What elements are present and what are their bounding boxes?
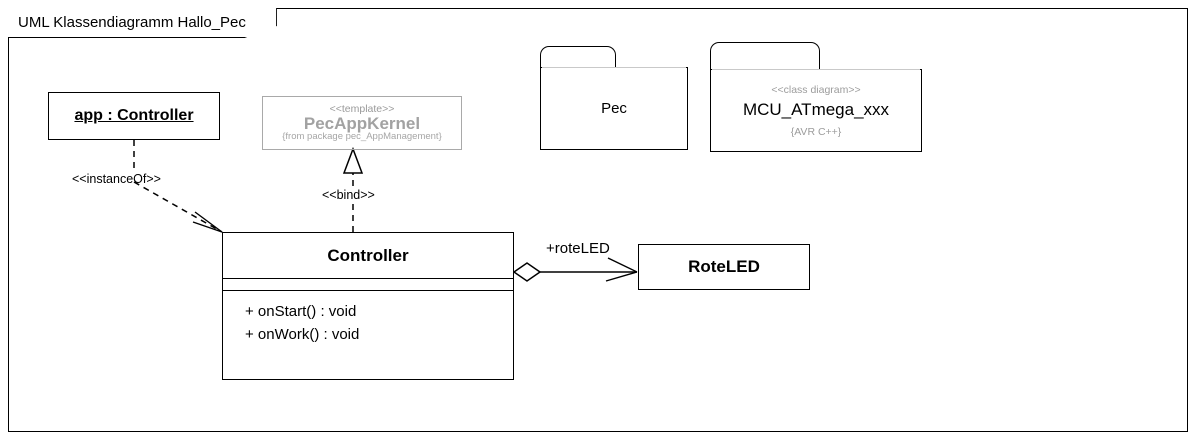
class-controller-attributes-compartment (223, 279, 513, 291)
object-app-controller-label: app : Controller (74, 107, 194, 124)
class-pec-app-kernel-name: PecAppKernel (303, 113, 421, 133)
class-pec-app-kernel-stereotype: <<template>> (329, 102, 395, 115)
package-mcu-seam (712, 69, 920, 70)
uml-frame (8, 8, 1188, 432)
page-title: UML Klassendiagramm Hallo_Pec (18, 14, 246, 31)
class-controller-name: Controller (223, 233, 513, 279)
package-mcu-stereotype: <<class diagram>> (771, 83, 861, 96)
class-roteled[interactable]: RoteLED (638, 244, 810, 290)
class-controller-operation: + onWork() : void (245, 325, 360, 343)
package-mcu-label: MCU_ATmega_xxx (742, 99, 890, 119)
class-controller-operation: + onStart() : void (245, 303, 357, 320)
edge-label-instance-of: <<instanceOf>> (72, 172, 161, 186)
edge-instance-of (133, 140, 223, 233)
package-pec-tab (540, 46, 616, 68)
edge-label-bind: <<bind>> (322, 188, 375, 202)
package-pec-label: Pec (601, 100, 627, 117)
object-app-controller[interactable]: app : Controller (48, 92, 220, 140)
edge-bind (342, 146, 364, 232)
class-pec-app-kernel-tagged-value: {from package pec_AppManagement} (282, 131, 442, 143)
package-mcu-atmega[interactable]: <<class diagram>> MCU_ATmega_xxx {AVR C+… (710, 69, 922, 152)
package-mcu-tagged-value: {AVR C++} (790, 125, 842, 138)
edge-label-role-roteled: +roteLED (546, 240, 610, 257)
uml-frame-title-tab: UML Klassendiagramm Hallo_Pec (8, 8, 277, 38)
edge-aggregation (512, 257, 638, 282)
class-pec-app-kernel[interactable]: <<template>> PecAppKernel {from package … (262, 96, 462, 150)
package-mcu-tab (710, 42, 820, 70)
class-controller[interactable]: Controller + onStart() : void + onWork()… (222, 232, 514, 380)
class-roteled-name: RoteLED (688, 257, 760, 276)
package-pec-seam (542, 67, 686, 68)
class-controller-operations-compartment: + onStart() : void + onWork() : void (223, 291, 513, 379)
package-pec[interactable]: Pec (540, 67, 688, 150)
